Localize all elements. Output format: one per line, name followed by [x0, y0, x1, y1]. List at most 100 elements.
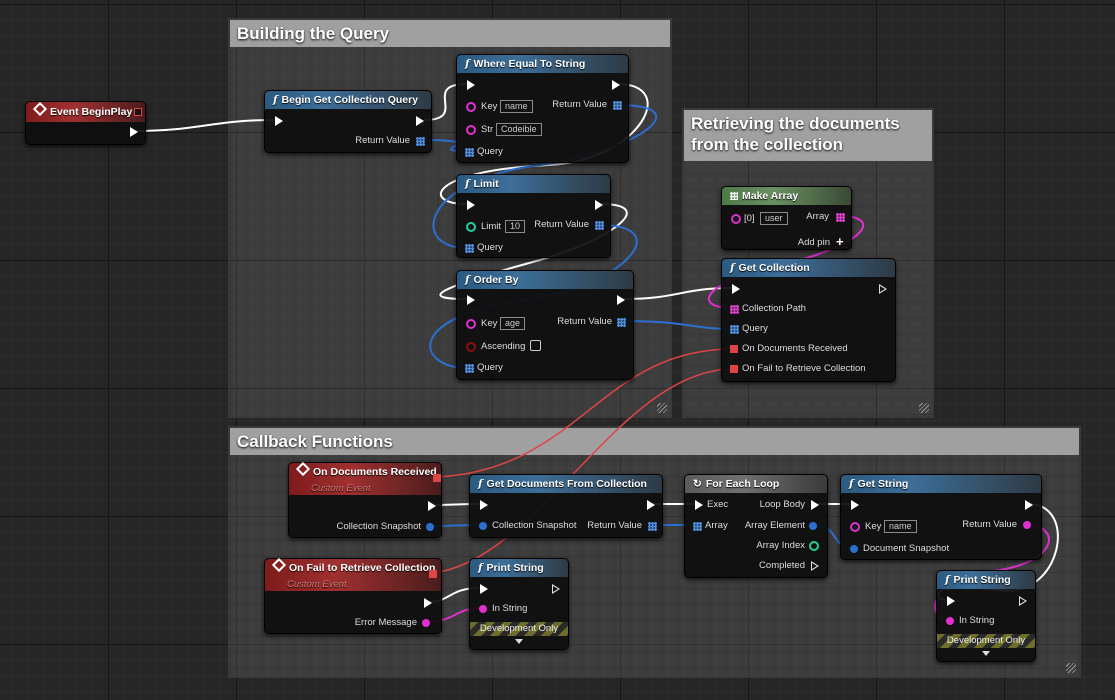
array-pin[interactable]: [836, 213, 845, 222]
ascending-checkbox[interactable]: [530, 340, 541, 351]
exec-in-pin[interactable]: [732, 284, 740, 294]
node-header[interactable]: On Documents Received Custom Event: [289, 461, 441, 495]
in-string-pin[interactable]: [946, 617, 954, 625]
exec-in-pin[interactable]: [480, 500, 488, 510]
comment-title[interactable]: Retrieving the documents from the collec…: [684, 110, 932, 161]
node-header[interactable]: Event BeginPlay: [26, 101, 145, 122]
exec-out-pin[interactable]: [612, 80, 620, 90]
exec-in-pin[interactable]: [467, 295, 475, 305]
event-beginplay-node[interactable]: Event BeginPlay: [25, 101, 146, 145]
ascending-pin[interactable]: [466, 342, 476, 352]
add-pin-label[interactable]: Add pin: [797, 237, 830, 248]
limit-pin[interactable]: [466, 222, 476, 232]
limit-input[interactable]: 10: [505, 220, 526, 233]
query-pin[interactable]: [465, 148, 474, 157]
return-value-pin[interactable]: [595, 221, 604, 230]
query-pin[interactable]: [465, 364, 474, 373]
event-delegate-pin[interactable]: [433, 474, 441, 482]
on-documents-received-pin[interactable]: [730, 345, 738, 353]
error-message-pin[interactable]: [422, 619, 430, 627]
query-pin[interactable]: [730, 325, 739, 334]
key-input[interactable]: name: [884, 520, 917, 533]
for-each-loop-node[interactable]: ↻For Each Loop Exec Loop Body Array Arra…: [684, 474, 828, 578]
exec-out-pin[interactable]: [552, 584, 560, 594]
completed-pin[interactable]: [811, 561, 819, 571]
index-0-pin[interactable]: [731, 214, 741, 224]
node-header[interactable]: ↻For Each Loop: [685, 475, 827, 493]
str-pin[interactable]: [466, 125, 476, 135]
exec-out-pin[interactable]: [428, 501, 436, 511]
on-fail-event-node[interactable]: On Fail to Retrieve Collection Custom Ev…: [264, 557, 442, 634]
node-header[interactable]: On Fail to Retrieve Collection Custom Ev…: [265, 557, 441, 591]
make-array-node[interactable]: Make Array [0] user Array Add pin +: [721, 186, 852, 250]
exec-out-pin[interactable]: [879, 284, 887, 294]
on-documents-received-event-node[interactable]: On Documents Received Custom Event Colle…: [288, 461, 442, 538]
exec-out-pin[interactable]: [130, 127, 138, 137]
resize-handle[interactable]: [919, 403, 929, 413]
key-pin[interactable]: [466, 319, 476, 329]
exec-in-pin[interactable]: [695, 500, 703, 510]
index-0-input[interactable]: user: [760, 212, 788, 225]
loop-body-pin[interactable]: [811, 500, 819, 510]
return-value-pin[interactable]: [617, 318, 626, 327]
exec-out-pin[interactable]: [1019, 596, 1027, 606]
resize-handle[interactable]: [657, 403, 667, 413]
event-delegate-pin[interactable]: [429, 570, 437, 578]
query-pin[interactable]: [465, 244, 474, 253]
resize-handle[interactable]: [1066, 663, 1076, 673]
exec-out-pin[interactable]: [424, 598, 432, 608]
key-pin[interactable]: [850, 522, 860, 532]
exec-out-pin[interactable]: [617, 295, 625, 305]
key-pin[interactable]: [466, 102, 476, 112]
str-input[interactable]: Codeible: [496, 123, 542, 136]
key-input[interactable]: age: [500, 317, 526, 330]
exec-in-pin[interactable]: [467, 200, 475, 210]
node-header[interactable]: Make Array: [722, 187, 851, 205]
exec-in-pin[interactable]: [275, 116, 283, 126]
collection-snapshot-pin[interactable]: [479, 522, 487, 530]
array-pin[interactable]: [693, 522, 702, 531]
exec-out-pin[interactable]: [1025, 500, 1033, 510]
exec-out-pin[interactable]: [647, 500, 655, 510]
exec-out-pin[interactable]: [595, 200, 603, 210]
comment-title[interactable]: Building the Query: [230, 20, 670, 47]
on-fail-pin[interactable]: [730, 365, 738, 373]
collection-snapshot-pin[interactable]: [426, 523, 434, 531]
exec-out-pin[interactable]: [416, 116, 424, 126]
key-input[interactable]: name: [500, 100, 533, 113]
expand-chevron-icon[interactable]: [515, 639, 523, 644]
document-snapshot-pin[interactable]: [850, 545, 858, 553]
exec-in-pin[interactable]: [947, 596, 955, 606]
in-string-pin[interactable]: [479, 605, 487, 613]
array-element-pin[interactable]: [809, 522, 817, 530]
comment-title[interactable]: Callback Functions: [230, 428, 1079, 455]
collection-path-pin[interactable]: [730, 305, 739, 314]
return-value-pin[interactable]: [1023, 521, 1031, 529]
exec-in-pin[interactable]: [467, 80, 475, 90]
array-index-pin[interactable]: [809, 541, 819, 551]
expand-chevron-icon[interactable]: [982, 651, 990, 656]
return-value-pin[interactable]: [416, 137, 425, 146]
return-value-pin[interactable]: [648, 522, 657, 531]
return-value-pin[interactable]: [613, 101, 622, 110]
event-delegate-pin[interactable]: [134, 108, 142, 116]
exec-in-pin[interactable]: [480, 584, 488, 594]
